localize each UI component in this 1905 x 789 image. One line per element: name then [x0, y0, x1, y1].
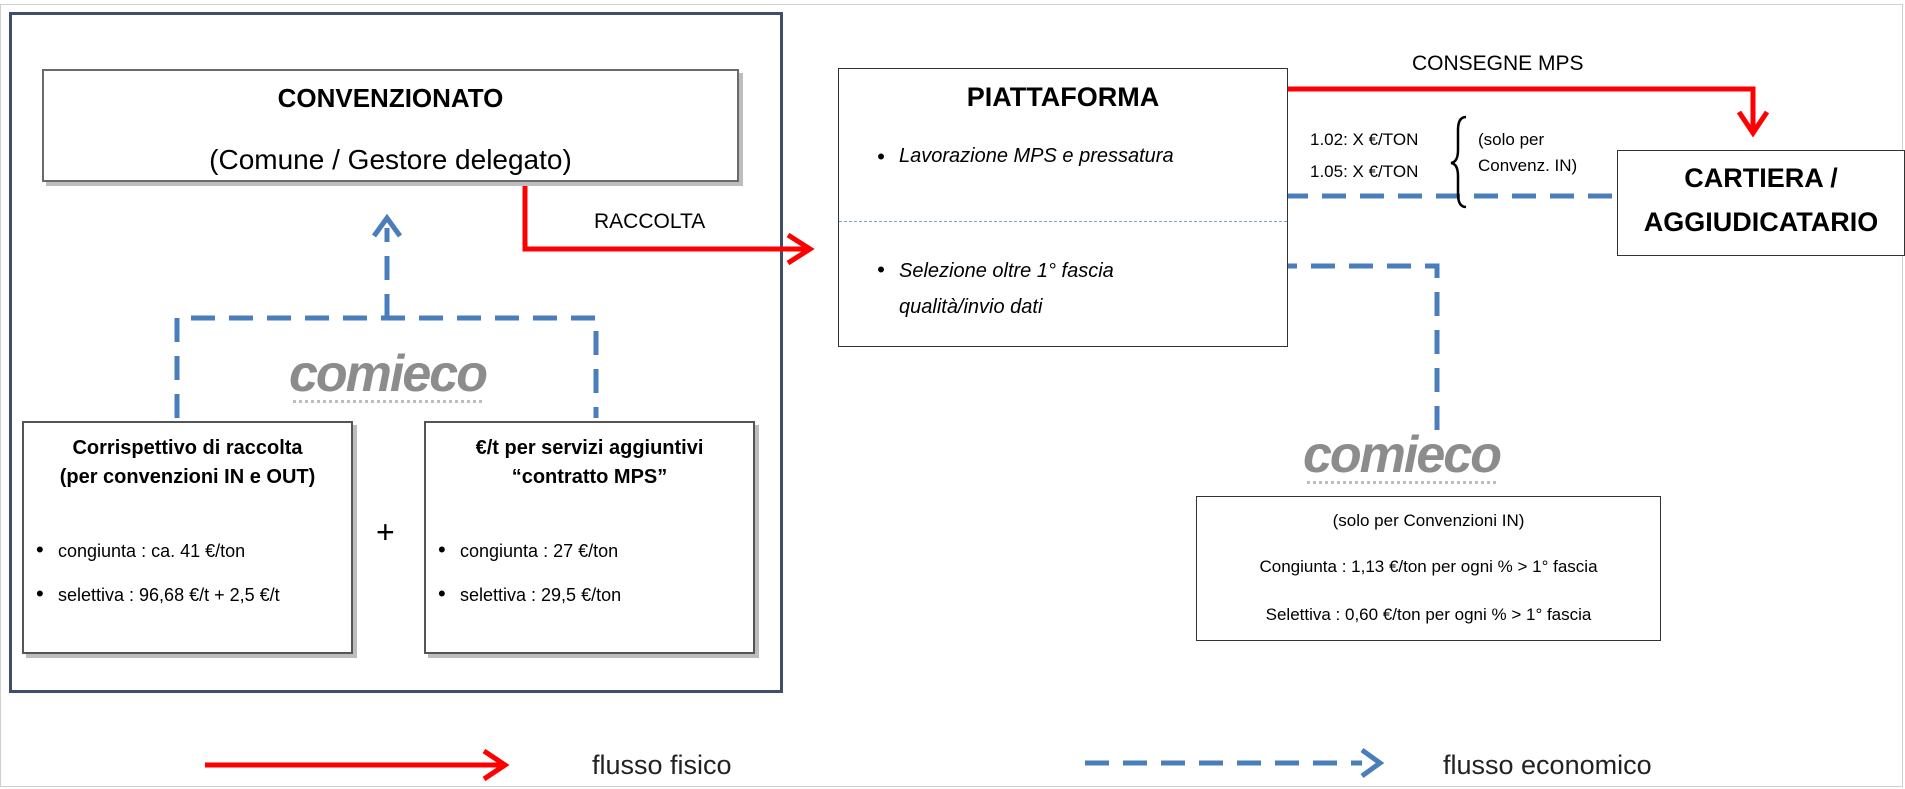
convenzioni-in-box: (solo per Convenzioni IN) Congiunta : 1,…: [1196, 496, 1661, 641]
servizi-item-congiunta: congiunta : 27 €/ton: [434, 528, 621, 573]
price-note-line-2: Convenz. IN): [1478, 156, 1578, 175]
servizi-title-line2: “contratto MPS”: [511, 466, 668, 488]
cartiera-line1: CARTIERA /: [1684, 163, 1838, 193]
cartiera-line2: AGGIUDICATARIO: [1643, 207, 1879, 237]
piattaforma-list-1: Lavorazione MPS e pressatura: [873, 144, 1174, 170]
convenzioni-in-header: (solo per Convenzioni IN): [1332, 511, 1525, 530]
convenzionato-subtitle: (Comune / Gestore delegato): [209, 144, 572, 175]
comieco-to-convenzionato-economic-arrow: [174, 213, 599, 418]
legend-economic-arrow: [1085, 747, 1385, 779]
price-brace: [1450, 115, 1467, 209]
slide-frame: [0, 4, 1903, 787]
piattaforma-item-selezione-line1: Selezione oltre 1° fascia: [899, 260, 1114, 282]
corrispettivo-item-selettiva: selettiva : 96,68 €/t + 2,5 €/t: [32, 572, 280, 617]
corrispettivo-item-congiunta: congiunta : ca. 41 €/ton: [32, 528, 280, 573]
plus-sign: +: [376, 514, 395, 550]
raccolta-arrow: [522, 183, 815, 266]
corrispettivo-box: Corrispettivo di raccolta (per convenzio…: [22, 421, 353, 654]
piattaforma-title: PIATTAFORMA: [966, 82, 1160, 112]
servizi-list: congiunta : 27 €/ton selettiva : 29,5 €/…: [434, 528, 621, 617]
servizi-item-selettiva: selettiva : 29,5 €/ton: [434, 572, 621, 617]
cartiera-to-piattaforma-economic-arrow: [1253, 179, 1612, 213]
comieco-logo-left-underline: [293, 400, 483, 408]
corrispettivo-list: congiunta : ca. 41 €/ton selettiva : 96,…: [32, 528, 280, 617]
legend-physical-arrow: [205, 748, 510, 782]
piattaforma-list-2: Selezione oltre 1° fascia qualità/invio …: [873, 252, 1114, 325]
legend-economic-label: flusso economico: [1443, 750, 1652, 780]
comieco-logo-right-text: comieco: [1303, 426, 1502, 484]
piattaforma-item-lavorazione: Lavorazione MPS e pressatura: [873, 144, 1174, 170]
consegne-arrow: [1190, 86, 1770, 138]
price-line-2: 1.05: X €/TON: [1310, 162, 1419, 181]
comieco-logo-right: comieco: [1303, 425, 1502, 485]
comieco-logo-right-underline: [1307, 481, 1497, 489]
corrispettivo-title-line2: (per convenzioni IN e OUT): [59, 466, 316, 488]
convenzioni-in-congiunta: Congiunta : 1,13 €/ton per ogni % > 1° f…: [1259, 557, 1598, 576]
servizi-title-line1: €/t per servizi aggiuntivi: [475, 437, 704, 459]
consegne-label: CONSEGNE MPS: [1412, 52, 1584, 75]
piattaforma-divider: [839, 221, 1287, 222]
price-line-1: 1.02: X €/TON: [1310, 130, 1419, 149]
legend-physical-label: flusso fisico: [592, 750, 732, 780]
piattaforma-item-selezione-line2: qualità/invio dati: [899, 296, 1043, 318]
price-note-line-1: (solo per: [1478, 130, 1545, 149]
piattaforma-box: PIATTAFORMA Lavorazione MPS e pressatura…: [838, 68, 1288, 347]
convenzioni-in-selettiva: Selettiva : 0,60 €/ton per ogni % > 1° f…: [1265, 605, 1592, 624]
convenzionato-title: CONVENZIONATO: [277, 83, 504, 113]
convenzionato-box: CONVENZIONATO (Comune / Gestore delegato…: [42, 69, 739, 182]
corrispettivo-title-line1: Corrispettivo di raccolta: [72, 437, 303, 459]
raccolta-label: RACCOLTA: [594, 210, 706, 233]
comieco-logo-left: comieco: [289, 344, 488, 404]
comieco-logo-left-text: comieco: [289, 345, 488, 403]
piattaforma-item-selezione: Selezione oltre 1° fascia qualità/invio …: [873, 252, 1114, 325]
servizi-box: €/t per servizi aggiuntivi “contratto MP…: [424, 421, 755, 654]
convenzionato-container: [9, 12, 783, 693]
cartiera-box: CARTIERA / AGGIUDICATARIO: [1617, 150, 1905, 256]
